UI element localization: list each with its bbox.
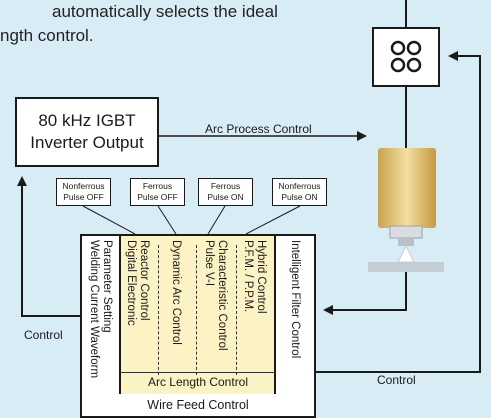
arc-process-label: Arc Process Control	[205, 122, 312, 136]
waveform-label-1: Welding Current Waveform	[88, 240, 100, 379]
fan-line-2	[157, 205, 177, 235]
pulse-mode-line-2: Pulse OFF	[137, 192, 178, 202]
arc-control-pfm-ppm-1: P.F.M. / P.P.M.	[242, 240, 254, 313]
control-label-left: Control	[24, 328, 63, 342]
separator-left	[119, 234, 121, 396]
inverter-output-box: 80 kHz IGBT Inverter Output	[15, 97, 159, 167]
dashed-divider-2	[196, 245, 197, 375]
pulse-mode-ferrous-on: Ferrous Pulse ON	[198, 178, 253, 206]
arc-length-region	[120, 236, 274, 394]
arc-length-label: Arc Length Control	[147, 375, 249, 389]
arc-control-digital-reactor-2: Reactor Control	[138, 240, 150, 321]
pulse-mode-nonferrous-off: Nonferrous Pulse OFF	[56, 178, 111, 206]
dashed-divider-3	[236, 245, 237, 375]
torch-graphic	[368, 148, 444, 272]
arc-control-pulse-vi-1: Pulse V-I	[203, 240, 215, 287]
pulse-mode-line-2: Pulse OFF	[63, 192, 104, 202]
waveform-label-2: Parameter Setting	[101, 240, 113, 333]
fan-line-1	[82, 205, 136, 235]
separator-right	[274, 234, 276, 396]
right-control-arrow	[316, 51, 481, 373]
arc-control-pulse-vi-2: Characteristic Control	[216, 240, 228, 351]
pulse-mode-nonferrous-on: Nonferrous Pulse ON	[272, 178, 327, 206]
feed-roller-icon	[390, 40, 422, 73]
wire-feed-box: Wire Feed Control	[80, 394, 316, 418]
intro-line-1: automatically selects the ideal	[52, 2, 278, 21]
filter-feedback-arrow	[323, 262, 407, 315]
pulse-mode-line-1: Ferrous	[142, 181, 173, 191]
inverter-line-1: 80 kHz IGBT	[38, 111, 136, 130]
intro-text: automatically selects the ideal ngth con…	[0, 0, 360, 48]
arc-control-pfm-ppm-2: Hybrid Control	[255, 240, 267, 314]
control-label-right: Control	[377, 373, 416, 387]
dashed-divider-1	[158, 245, 159, 375]
arc-control-dynamic: Dynamic Arc Control	[170, 240, 182, 345]
pulse-mode-ferrous-off: Ferrous Pulse OFF	[130, 178, 185, 206]
left-control-arrow	[17, 176, 80, 317]
pulse-mode-line-2: Pulse ON	[281, 192, 318, 202]
arc-length-divider	[120, 372, 276, 373]
inverter-line-2: Inverter Output	[30, 133, 144, 152]
wire-feeder-box	[372, 27, 440, 87]
pulse-mode-line-1: Nonferrous	[278, 181, 321, 191]
arc-control-digital-reactor-1: Digital Electronic	[125, 240, 137, 326]
fan-line-4	[245, 205, 301, 235]
pulse-mode-line-1: Ferrous	[210, 181, 241, 191]
intelligent-filter-label: Intelligent Filter Control	[289, 240, 301, 359]
intro-line-2: ngth control.	[0, 26, 94, 45]
fan-line-3	[207, 205, 226, 235]
pulse-mode-line-1: Nonferrous	[62, 181, 105, 191]
pulse-mode-line-2: Pulse ON	[207, 192, 244, 202]
